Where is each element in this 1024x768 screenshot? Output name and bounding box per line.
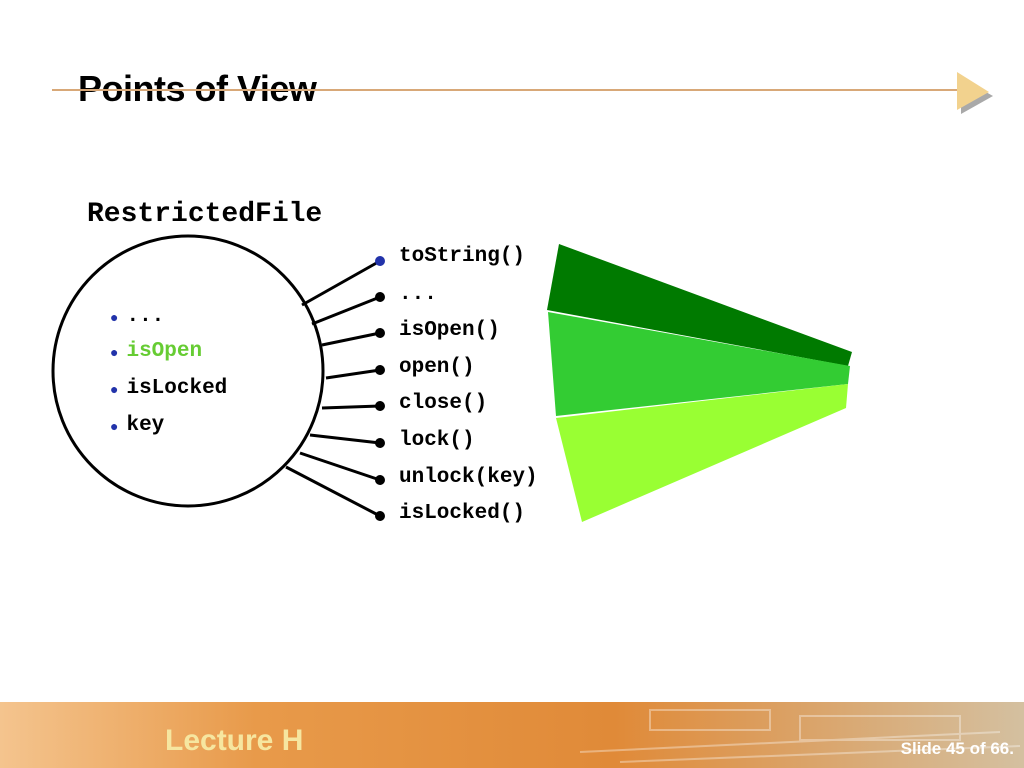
method-bullet [375, 475, 385, 485]
wedge-mid [548, 312, 850, 416]
wedge-light [556, 384, 848, 522]
method-bullet-blue [375, 256, 385, 266]
bullet-icon: ● [110, 417, 119, 434]
lecture-label: Lecture H [165, 724, 304, 757]
method-bullet [375, 365, 385, 375]
field-item-islocked: ● isLocked [110, 377, 228, 400]
bullet-icon: ● [110, 343, 119, 360]
connector-line [285, 465, 381, 518]
method-islocked: isLocked() [399, 502, 526, 525]
field-item-isopen: ● isOpen [110, 340, 203, 363]
connector-line [299, 451, 381, 482]
field-item: ● ... [110, 305, 165, 328]
bullet-icon: ● [110, 380, 119, 397]
method-bullet [375, 401, 385, 411]
wedge-dark [547, 244, 852, 366]
footer-decoration [579, 709, 1021, 763]
connector-line [311, 295, 381, 326]
slide-number: Slide 45 of 66. [900, 739, 1014, 758]
method-bullet [375, 292, 385, 302]
method-isopen: isOpen() [399, 319, 500, 342]
connector-line [321, 331, 381, 347]
object-circle [51, 234, 325, 508]
footer-bar [0, 702, 1024, 768]
title-rule [52, 89, 960, 91]
bullet-icon: ● [110, 308, 119, 325]
connector-line [325, 368, 381, 380]
method-bullet [375, 511, 385, 521]
object-diagram [51, 234, 852, 522]
method-close: close() [399, 392, 488, 415]
connector-line [309, 433, 381, 445]
class-name-label: RestrictedFile [87, 199, 323, 230]
connector-line [301, 259, 381, 307]
connector-lines [285, 259, 381, 518]
method-unlock: unlock(key) [399, 466, 538, 489]
method-lock: lock() [399, 429, 475, 452]
method-ellipsis: ... [399, 283, 437, 306]
method-tostring: toString() [399, 245, 526, 268]
method-bullet [375, 328, 385, 338]
title-arrow-icon [957, 72, 993, 114]
method-open: open() [399, 356, 475, 379]
slide-title: Points of View [78, 68, 317, 109]
method-bullet [375, 438, 385, 448]
connector-line [321, 404, 381, 410]
field-item-key: ● key [110, 414, 165, 437]
